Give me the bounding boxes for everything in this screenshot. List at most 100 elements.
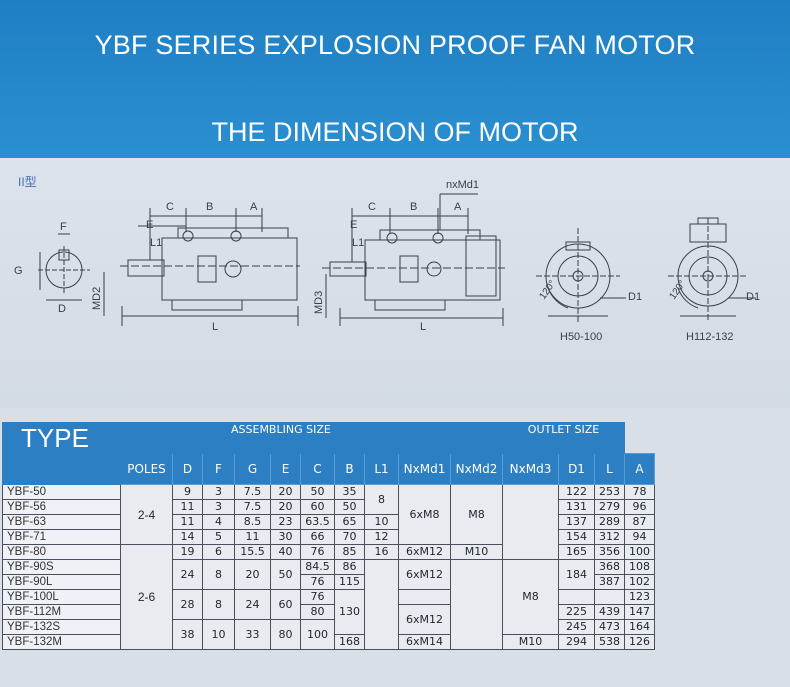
b-cell: 35 <box>334 484 365 500</box>
d-cell: 11 <box>172 514 203 530</box>
label-md2: MD2 <box>91 287 103 310</box>
f-cell: 3 <box>202 484 235 500</box>
model-ybf-80: YBF-80 <box>2 544 121 560</box>
a-cell: 102 <box>624 574 655 590</box>
dimension-drawing: II型 F G D C B A E L1 L C B A nxMd1 E L1 … <box>0 158 790 408</box>
motor-end-view-2 <box>668 217 756 322</box>
c-cell: 76 <box>300 589 335 605</box>
col-a: A <box>624 453 655 485</box>
l-cell: 387 <box>594 574 625 590</box>
model-ybf-90l: YBF-90L <box>2 574 121 590</box>
g-cell: 8.5 <box>234 514 271 530</box>
d-cell: 14 <box>172 529 203 545</box>
label-b-2: B <box>410 201 417 213</box>
d-cell: 19 <box>172 544 203 560</box>
a-cell: 164 <box>624 619 655 635</box>
nxmd3-cell: M10 <box>502 634 559 650</box>
d1-cell: 225 <box>558 604 595 620</box>
col-poles: POLES <box>120 453 173 485</box>
l-cell: 538 <box>594 634 625 650</box>
d1-cell: 154 <box>558 529 595 545</box>
a-cell: 96 <box>624 499 655 515</box>
b-cell: 115 <box>334 574 365 590</box>
l-cell: 289 <box>594 514 625 530</box>
label-l: L <box>212 321 218 333</box>
label-f: F <box>60 221 67 233</box>
c-cell: 66 <box>300 529 335 545</box>
label-d1-2: D1 <box>746 291 760 303</box>
d1-cell: 184 <box>558 559 595 590</box>
g-cell: 11 <box>234 529 271 545</box>
d1-cell: 137 <box>558 514 595 530</box>
c-cell: 84.5 <box>300 559 335 575</box>
motor-end-view-1 <box>536 228 626 322</box>
model-ybf-112m: YBF-112M <box>2 604 121 620</box>
l1-cell: 16 <box>364 544 399 560</box>
label-e-2: E <box>350 219 357 231</box>
model-ybf-50: YBF-50 <box>2 484 121 500</box>
l-cell: 279 <box>594 499 625 515</box>
dimension-table: TYPE ASSEMBLING SIZE OUTLET SIZE POLES D… <box>2 422 775 650</box>
shaft-section-drawing <box>38 233 90 301</box>
b-cell: 168 <box>334 634 365 650</box>
g-cell: 7.5 <box>234 499 271 515</box>
label-l1-2: L1 <box>352 237 364 249</box>
f-cell: 6 <box>202 544 235 560</box>
model-ybf-90s: YBF-90S <box>2 559 121 575</box>
nxmd1-empty-cell <box>398 589 451 605</box>
e-cell: 30 <box>270 529 301 545</box>
col-d: D <box>172 453 203 485</box>
d-cell: 38 <box>172 619 203 650</box>
f-cell: 4 <box>202 514 235 530</box>
nxmd2-cell: M8 <box>450 484 503 545</box>
d1-cell: 165 <box>558 544 595 560</box>
nxmd1-cell: 6xM12 <box>398 544 451 560</box>
nxmd3-empty-cell <box>502 484 559 560</box>
label-b: B <box>206 201 213 213</box>
motor-side-view-2 <box>322 193 505 326</box>
label-l1: L1 <box>150 237 162 249</box>
a-cell: 147 <box>624 604 655 620</box>
d-cell: 28 <box>172 589 203 620</box>
label-angle-2: 120° <box>667 278 688 301</box>
g-cell: 7.5 <box>234 484 271 500</box>
col-d1: D1 <box>558 453 595 485</box>
label-h112-132: H112-132 <box>686 331 734 343</box>
nxmd2-cell: M10 <box>450 544 503 560</box>
col-nxmd1: NxMd1 <box>398 453 451 485</box>
c-cell: 60 <box>300 499 335 515</box>
label-a: A <box>250 201 258 213</box>
label-d: D <box>58 303 66 315</box>
a-cell: 94 <box>624 529 655 545</box>
nxmd1-cell: 6xM12 <box>398 559 451 590</box>
d1-cell: 122 <box>558 484 595 500</box>
col-l1: L1 <box>364 453 399 485</box>
label-c-2: C <box>368 201 376 213</box>
d1-cell: 294 <box>558 634 595 650</box>
c-cell: 50 <box>300 484 335 500</box>
nxmd3-cell: M8 <box>502 559 559 635</box>
a-cell: 100 <box>624 544 655 560</box>
l-cell: 253 <box>594 484 625 500</box>
label-md3: MD3 <box>313 291 325 314</box>
page-subtitle: THE DIMENSION OF MOTOR <box>211 117 579 147</box>
poles-group-2: 2-6 <box>120 544 173 650</box>
model-ybf-63: YBF-63 <box>2 514 121 530</box>
e-cell: 60 <box>270 589 301 620</box>
f-cell: 5 <box>202 529 235 545</box>
e-cell: 23 <box>270 514 301 530</box>
l-cell: 439 <box>594 604 625 620</box>
b-cell: 86 <box>334 559 365 575</box>
d1-empty-cell <box>558 589 595 605</box>
b-cell: 85 <box>334 544 365 560</box>
d-cell: 9 <box>172 484 203 500</box>
a-cell: 123 <box>624 589 655 605</box>
l1-cell: 8 <box>364 484 399 515</box>
l1-cell: 12 <box>364 529 399 545</box>
nxmd1-cell: 6xM14 <box>398 634 451 650</box>
drawing-type-label: II型 <box>18 175 37 189</box>
g-cell: 15.5 <box>234 544 271 560</box>
label-nxmd1: nxMd1 <box>446 179 479 191</box>
label-c: C <box>166 201 174 213</box>
b-cell: 130 <box>334 589 365 635</box>
